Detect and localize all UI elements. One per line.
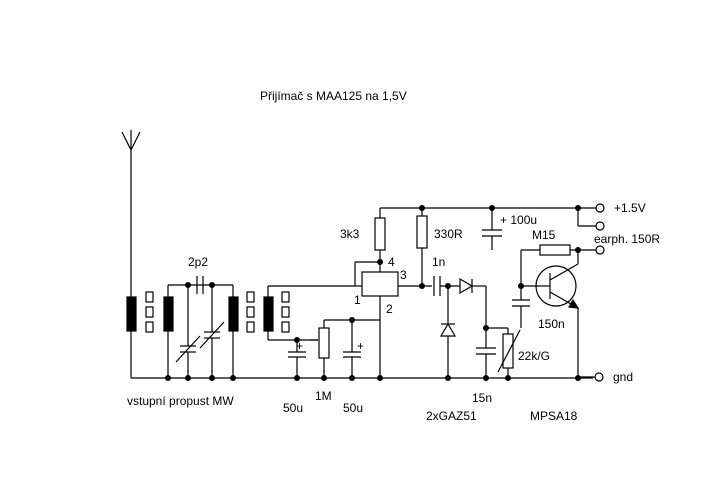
ic-pin-4: 4 [388,255,395,269]
capacitor-50u-b [343,320,361,378]
capacitor-2p2 [196,276,204,294]
variable-capacitor-1 [175,285,201,378]
ic-pin-2: 2 [386,302,393,316]
potentiometer-22k-label: 22k/G [518,349,550,363]
variable-capacitor-2 [199,285,225,378]
diodes-label: 2xGAZ51 [426,409,477,423]
diode-series [459,277,486,295]
diagram-title: Přijímač s MAA125 na 1,5V [260,89,407,103]
earphone-label: earph. 150R [594,232,660,246]
coupling-coil [263,291,290,333]
capacitor-15n [476,328,496,378]
capacitor-150n [512,250,540,328]
potentiometer-1m-label: 1M [315,389,332,403]
antenna-coil [126,291,154,333]
plus-sign-b: + [357,339,364,353]
resistor-m15-label: M15 [532,228,556,242]
bandpass-coil-1 [163,285,174,378]
capacitor-1n-label: 1n [432,255,445,269]
earphone-terminal-a [595,221,605,231]
transistor-label: MPSA18 [530,409,578,423]
junction-dots [165,205,581,381]
plus-sign-a: + [296,339,303,353]
gnd-label: gnd [613,370,633,384]
bandpass-coil-2 [228,285,255,378]
resistor-330r-label: 330R [434,227,463,241]
capacitor-150n-label: 150n [538,317,565,331]
potentiometer-22k [497,328,521,378]
ic-pin-1: 1 [354,293,361,307]
capacitor-2p2-label: 2p2 [188,255,208,269]
supply-terminal [595,203,605,213]
supply-label: +1.5V [614,201,646,215]
ic-pin-3: 3 [400,268,407,282]
capacitor-100u-label: + 100u [500,213,537,227]
capacitor-50u-a-label: 50u [283,401,303,415]
earphone-terminal-b [595,245,605,255]
transistor-mpsa18 [535,250,580,378]
antenna-symbol [121,130,141,378]
resistor-m15 [521,244,596,256]
diode-shunt [439,286,457,378]
resistor-330r [416,208,428,286]
potentiometer-1m [310,320,330,378]
capacitor-100u [482,208,502,250]
capacitor-50u-b-label: 50u [343,401,363,415]
bandpass-label: vstupní propust MW [127,394,234,408]
capacitor-15n-label: 15n [472,391,492,405]
resistor-3k3-label: 3k3 [340,227,360,241]
gnd-terminal [594,372,604,382]
